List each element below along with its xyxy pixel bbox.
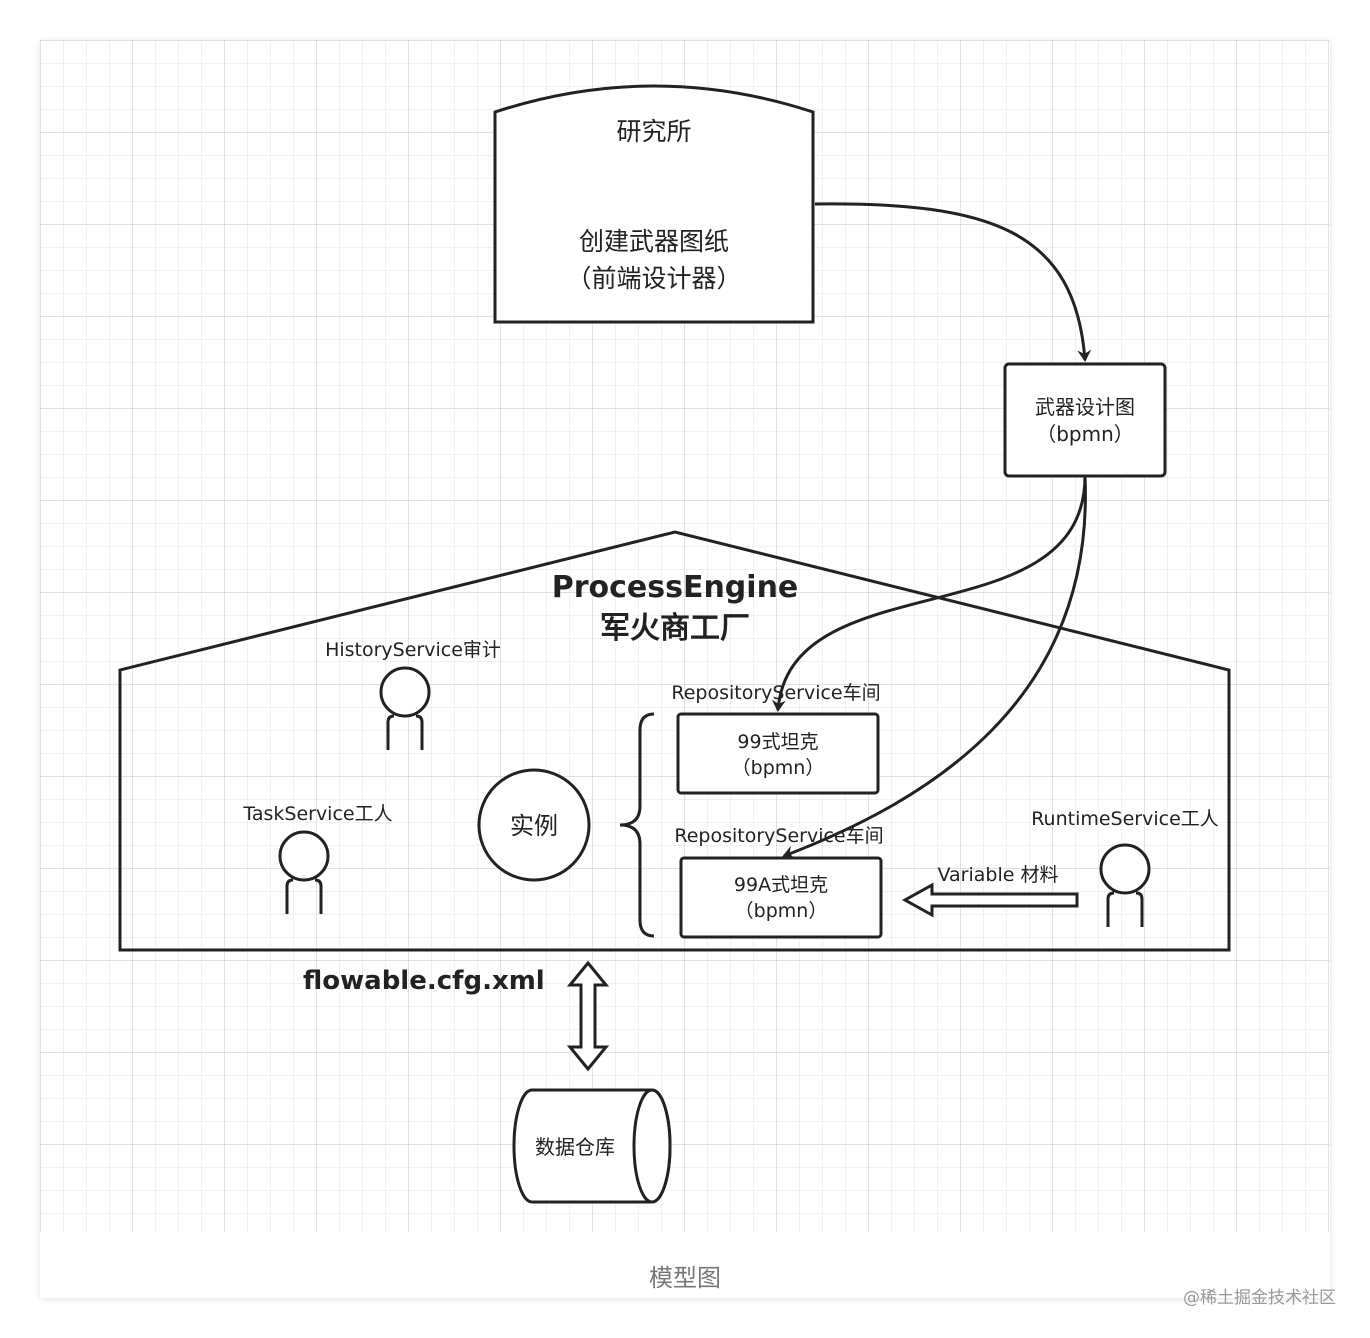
figure-caption: 模型图 (649, 1264, 721, 1292)
institute-line2: （前端设计器） (566, 264, 741, 293)
config-file-label: flowable.cfg.xml (303, 966, 545, 996)
runtime-service-body (1106, 891, 1144, 927)
task-service-body (285, 878, 323, 914)
institute-title: 研究所 (616, 117, 691, 146)
database-label: 数据仓库 (535, 1135, 615, 1159)
institute-line1: 创建武器图纸 (579, 227, 729, 256)
arrow-blueprint-to-99 (771, 475, 1087, 712)
engine-subtitle: 军火商工厂 (600, 611, 750, 646)
tank-99-node: 99式坦克 （bpmn） (676, 712, 880, 795)
variable-label: Variable 材料 (938, 864, 1059, 886)
tank-99-line2: （bpmn） (732, 757, 825, 779)
history-service-body (386, 714, 424, 750)
repository-brace (619, 712, 655, 938)
history-service-label: HistoryService审计 (325, 639, 501, 661)
blueprint-line1: 武器设计图 (1035, 395, 1135, 419)
instance-node: 实例 (477, 768, 591, 882)
flowable-model-diagram: 研究所 创建武器图纸 （前端设计器） 武器设计图 （bpmn） ProcessE… (40, 40, 1330, 1232)
tank-99a-line1: 99A式坦克 (734, 874, 828, 896)
runtime-service-label: RuntimeService工人 (1031, 808, 1219, 830)
repository-service-label-1: RepositoryService车间 (671, 682, 880, 704)
tank-99a-node: 99A式坦克 （bpmn） (679, 856, 883, 939)
institute-node: 研究所 创建武器图纸 （前端设计器） (493, 84, 815, 324)
repository-service-label-2: RepositoryService车间 (674, 825, 883, 847)
task-service-label: TaskService工人 (242, 803, 392, 825)
engine-title: ProcessEngine (552, 570, 799, 605)
variable-arrow: Variable 材料 (901, 864, 1079, 918)
runtime-service-head (1099, 843, 1151, 895)
task-service-actor: TaskService工人 (242, 803, 393, 914)
arrow-blueprint-to-99a (782, 475, 1087, 859)
tank-99a-line2: （bpmn） (735, 900, 828, 922)
task-service-head (278, 830, 330, 882)
blueprint-node: 武器设计图 （bpmn） (1003, 362, 1167, 478)
runtime-service-actor: RuntimeService工人 (1031, 808, 1219, 927)
double-arrow-engine-database (566, 960, 610, 1072)
watermark: @稀土掘金技术社区 (1183, 1288, 1336, 1308)
database-node: 数据仓库 (512, 1088, 672, 1204)
process-engine-house: ProcessEngine 军火商工厂 (118, 530, 1231, 952)
tank-99-line1: 99式坦克 (737, 731, 818, 753)
arrow-institute-to-blueprint (814, 202, 1092, 362)
history-service-head (379, 666, 431, 718)
instance-label: 实例 (510, 812, 558, 840)
history-service-actor: HistoryService审计 (325, 639, 501, 750)
blueprint-line2: （bpmn） (1036, 422, 1134, 446)
